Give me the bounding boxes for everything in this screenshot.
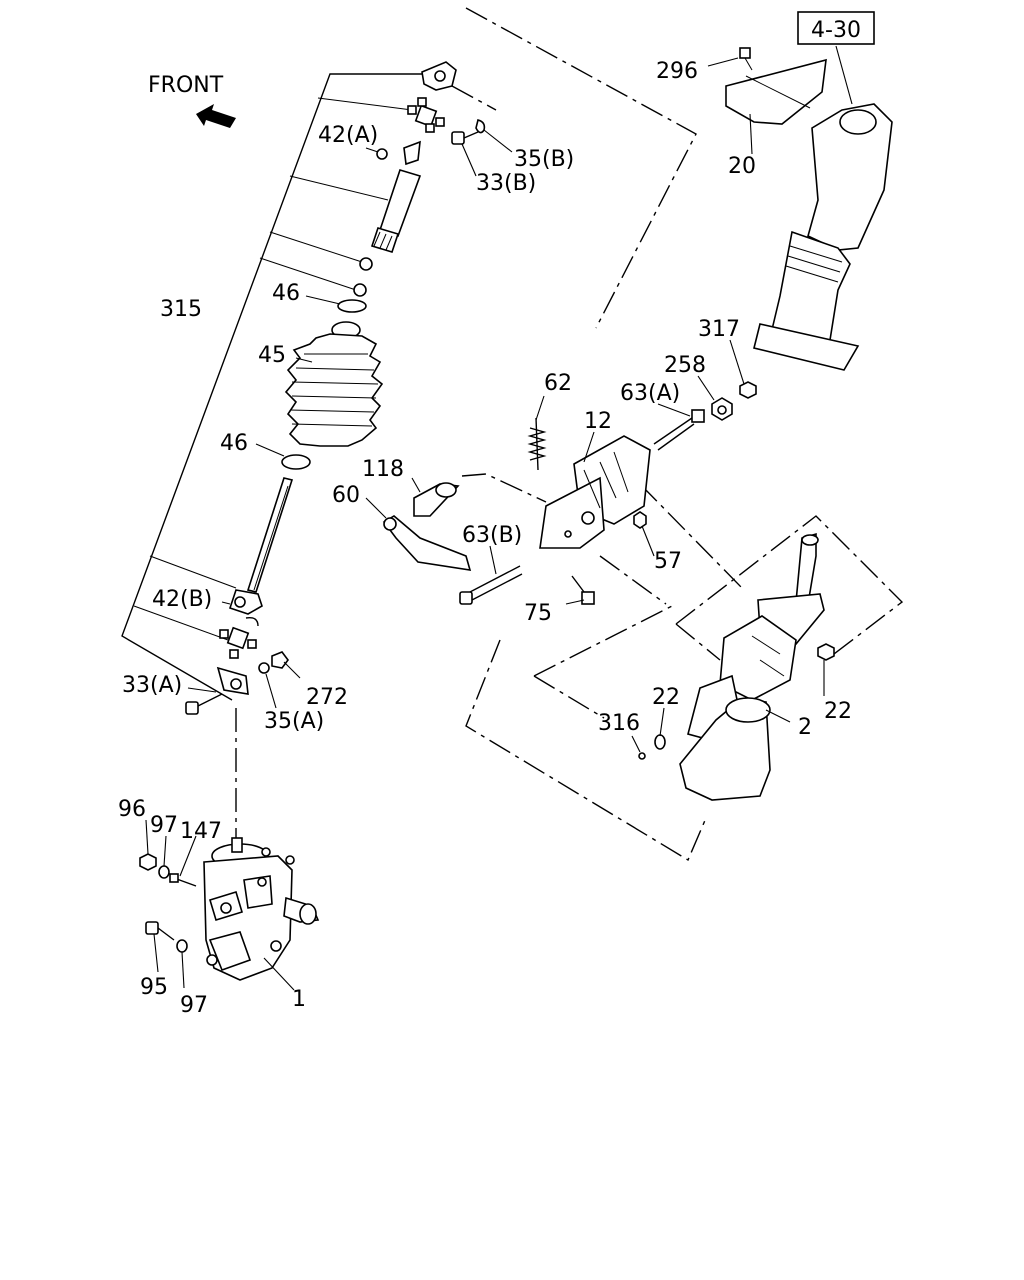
splined-shaft <box>370 169 422 253</box>
label-22-right[interactable]: 22 <box>824 699 852 724</box>
front-arrow-icon <box>196 104 236 128</box>
bolt-33b <box>451 119 486 145</box>
reference-box[interactable]: 4-30 <box>797 11 875 45</box>
label-12[interactable]: 12 <box>584 409 612 434</box>
sleeve-118 <box>413 482 460 517</box>
label-316[interactable]: 316 <box>598 711 640 736</box>
label-1[interactable]: 1 <box>292 987 306 1012</box>
label-46-top[interactable]: 46 <box>272 281 300 306</box>
lever-60 <box>382 515 472 571</box>
reference-box-label: 4-30 <box>811 18 861 43</box>
label-63a[interactable]: 63(A) <box>620 381 680 406</box>
leader-lines <box>145 45 853 991</box>
front-label: FRONT <box>148 73 224 98</box>
bolts-63b-75-57 <box>459 511 647 605</box>
label-147[interactable]: 147 <box>180 819 222 844</box>
label-96[interactable]: 96 <box>118 797 146 822</box>
upper-universal-joint <box>376 61 457 166</box>
label-42a[interactable]: 42(A) <box>318 123 378 148</box>
label-95[interactable]: 95 <box>140 975 168 1000</box>
clamp-46-top <box>337 257 373 313</box>
gearbox-fasteners <box>139 853 197 953</box>
steering-gear-box <box>203 837 320 981</box>
label-317[interactable]: 317 <box>698 317 740 342</box>
label-63b[interactable]: 63(B) <box>462 523 522 548</box>
label-35a[interactable]: 35(A) <box>264 709 324 734</box>
label-35b[interactable]: 35(B) <box>514 147 574 172</box>
nuts-317-258 <box>653 381 757 451</box>
steering-column-2 <box>638 532 835 801</box>
lower-universal-joint <box>185 616 289 715</box>
label-45[interactable]: 45 <box>258 343 286 368</box>
label-75[interactable]: 75 <box>524 601 552 626</box>
front-indicator: FRONT <box>148 73 236 128</box>
clamp-46-bottom <box>281 454 311 470</box>
cover-20 <box>725 47 827 125</box>
column-cover <box>753 103 893 371</box>
label-97-top[interactable]: 97 <box>150 813 178 838</box>
label-315[interactable]: 315 <box>160 297 202 322</box>
shaft-assembly-bracket <box>121 73 440 701</box>
label-258[interactable]: 258 <box>664 353 706 378</box>
label-296[interactable]: 296 <box>656 59 698 84</box>
label-97-bottom[interactable]: 97 <box>180 993 208 1018</box>
label-22-left[interactable]: 22 <box>652 685 680 710</box>
label-33a[interactable]: 33(A) <box>122 673 182 698</box>
spider-cross-upper <box>407 97 445 133</box>
part-labels: 296 20 42(A) 35(B) 33(B) 46 315 45 46 42… <box>118 59 852 1018</box>
intermediate-shaft <box>228 477 294 615</box>
label-2[interactable]: 2 <box>798 715 812 740</box>
label-20[interactable]: 20 <box>728 154 756 179</box>
centerlines <box>235 7 904 862</box>
label-62[interactable]: 62 <box>544 371 572 396</box>
tilt-bracket-12 <box>539 435 651 549</box>
label-272[interactable]: 272 <box>306 685 348 710</box>
label-57[interactable]: 57 <box>654 549 682 574</box>
label-60[interactable]: 60 <box>332 483 360 508</box>
label-118[interactable]: 118 <box>362 457 404 482</box>
spring-62 <box>527 417 547 471</box>
label-33b[interactable]: 33(B) <box>476 171 536 196</box>
rubber-boot-45 <box>284 321 384 447</box>
label-42b[interactable]: 42(B) <box>152 587 212 612</box>
label-46-bottom[interactable]: 46 <box>220 431 248 456</box>
